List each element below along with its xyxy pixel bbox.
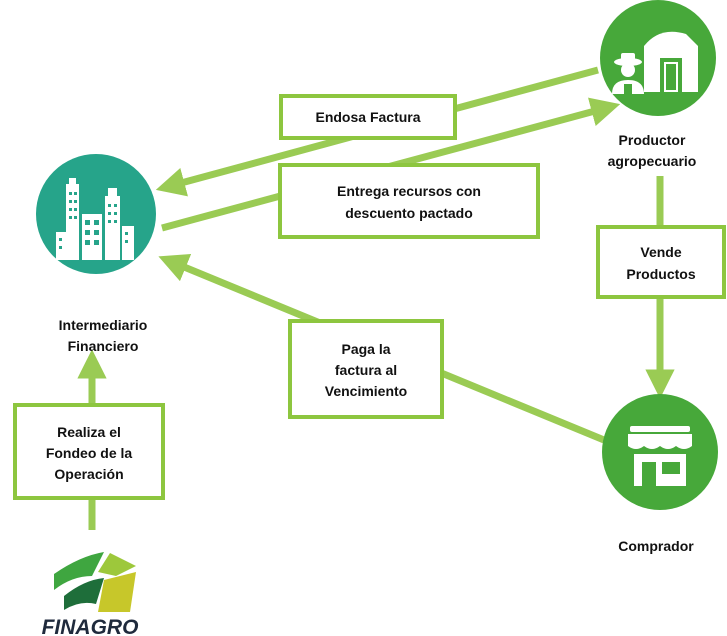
step-paga-line2: factura al (335, 362, 397, 378)
step-paga-line3: Vencimiento (325, 383, 407, 399)
step-endosa-label: Endosa Factura (315, 109, 420, 125)
step-paga-line1: Paga la (341, 341, 390, 357)
step-paga-factura: Paga la factura al Vencimiento (288, 319, 444, 419)
step-vende-line1: Vende (640, 244, 681, 260)
node-intermediario-financiero: Intermediario Financiero (36, 154, 156, 354)
buildings-icon (56, 178, 134, 260)
intermediario-label-line1: Intermediario (59, 317, 148, 333)
productor-label-line2: agropecuario (608, 153, 697, 169)
step-entrega-line2: descuento pactado (345, 205, 473, 221)
step-vende-line2: Productos (626, 266, 695, 282)
finagro-label: FINAGRO (42, 616, 139, 636)
step-vende-productos: Vende Productos (596, 225, 726, 299)
intermediario-label-line2: Financiero (68, 338, 139, 354)
farmer-barn-icon (612, 31, 698, 94)
node-productor-agropecuario: Productor agropecuario (600, 0, 716, 169)
step-realiza-fondeo: Realiza el Fondeo de la Operación (13, 403, 165, 500)
step-realiza-line2: Fondeo de la (46, 445, 133, 461)
comprador-label: Comprador (618, 538, 694, 554)
storefront-icon (628, 426, 692, 486)
comprador-circle (602, 394, 718, 510)
step-entrega-recursos: Entrega recursos con descuento pactado (278, 163, 540, 239)
step-endosa-factura: Endosa Factura (279, 94, 457, 140)
step-realiza-line1: Realiza el (57, 424, 121, 440)
step-realiza-line3: Operación (54, 466, 123, 482)
finagro-logo: FINAGRO (42, 552, 139, 636)
node-comprador: Comprador (602, 394, 718, 554)
step-entrega-line1: Entrega recursos con (337, 183, 481, 199)
productor-label-line1: Productor (619, 132, 686, 148)
